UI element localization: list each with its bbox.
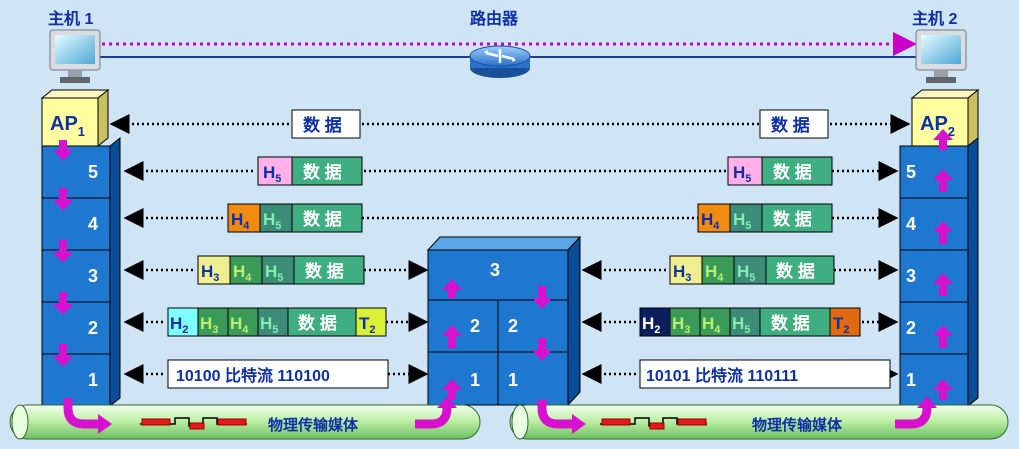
svg-text:H3: H3 <box>673 262 691 284</box>
pdu-layer4-right: H4 H5 数 据 <box>697 203 833 233</box>
svg-text:数 据: 数 据 <box>298 313 337 333</box>
svg-text:H4: H4 <box>231 210 250 232</box>
svg-text:数 据: 数 据 <box>303 162 342 182</box>
pdu-layer2-right: H2 H3 H4 H5 数 据 T2 <box>639 307 861 337</box>
up-arrow-icon <box>442 279 462 400</box>
router-label: 路由器 <box>470 9 519 28</box>
bitstream-left: 10100 比特流 110100 <box>167 359 389 389</box>
layer-4-label: 4 <box>88 214 98 234</box>
svg-text:H4: H4 <box>705 262 724 284</box>
ap2-label: AP2 <box>920 113 955 139</box>
svg-text:H4: H4 <box>701 210 720 232</box>
pdu-layer2-left: H2 H3 H4 H5 数 据 T2 <box>167 307 387 337</box>
down-arrow-icon <box>532 286 552 361</box>
layer-3-label: 3 <box>88 266 98 286</box>
svg-text:H5: H5 <box>732 314 750 336</box>
host2-label: 主机 2 <box>912 9 957 28</box>
layer-3-label: 3 <box>906 266 916 286</box>
svg-text:H4: H4 <box>233 262 252 284</box>
layer-4-label: 4 <box>906 214 916 234</box>
computer-icon <box>49 29 101 83</box>
router-layer-3-label: 3 <box>490 260 500 280</box>
svg-text:数 据: 数 据 <box>773 209 812 229</box>
router-protocol-stack: 3 2 2 1 1 <box>426 235 582 407</box>
svg-text:H5: H5 <box>733 163 751 185</box>
svg-text:数 据: 数 据 <box>303 209 342 229</box>
router-icon <box>469 45 531 78</box>
svg-text:数 据: 数 据 <box>303 115 342 135</box>
peer-arrows <box>109 114 911 384</box>
pdu-layer3-right: H3 H4 H5 数 据 <box>669 255 835 285</box>
svg-text:H5: H5 <box>263 210 281 232</box>
svg-text:T2: T2 <box>359 314 376 336</box>
down-arrow-icon <box>53 140 73 367</box>
svg-text:H3: H3 <box>672 314 690 336</box>
router-layer-1-right: 1 <box>508 370 518 390</box>
svg-text:H5: H5 <box>737 262 755 284</box>
host2-protocol-stack: AP2 5 4 3 2 1 <box>899 88 980 408</box>
up-arrow-icon <box>933 129 953 400</box>
layer-5-label: 5 <box>906 162 916 182</box>
computer-icon <box>915 29 967 83</box>
svg-text:10101 比特流 110111: 10101 比特流 110111 <box>646 366 798 385</box>
pdu-layer4-left: H4 H5 数 据 <box>227 203 363 233</box>
router-layer-2-right: 2 <box>508 316 518 336</box>
svg-text:H3: H3 <box>200 314 218 336</box>
router-layer-1-left: 1 <box>470 370 480 390</box>
ap1-label: AP1 <box>50 113 85 139</box>
pdu-layer5-right: H5 数 据 <box>727 156 833 186</box>
host1-protocol-stack: AP1 5 4 3 2 1 <box>40 88 121 408</box>
svg-text:T2: T2 <box>833 314 850 336</box>
svg-text:10100 比特流 110100: 10100 比特流 110100 <box>176 366 330 385</box>
physical-medium-right: 物理传输媒体 <box>509 396 1009 440</box>
svg-text:数 据: 数 据 <box>771 313 810 333</box>
svg-text:H4: H4 <box>230 314 249 336</box>
pdu-ap-right: 数 据 <box>759 109 829 139</box>
svg-text:数 据: 数 据 <box>773 162 812 182</box>
svg-text:H2: H2 <box>642 314 660 336</box>
svg-text:H2: H2 <box>170 314 188 336</box>
layer-2-label: 2 <box>906 318 916 338</box>
host1-label: 主机 1 <box>48 9 93 28</box>
svg-text:数 据: 数 据 <box>305 261 344 281</box>
svg-text:H5: H5 <box>265 262 283 284</box>
pdu-ap-left: 数 据 <box>291 109 361 139</box>
pdu-layer3-left: H3 H4 H5 数 据 <box>197 255 365 285</box>
bitstream-right: 10101 比特流 110111 <box>639 359 891 389</box>
svg-text:数 据: 数 据 <box>771 115 810 135</box>
medium-label: 物理传输媒体 <box>752 416 843 434</box>
physical-medium-left: 物理传输媒体 <box>9 396 481 440</box>
pdu-layer5-left: H5 数 据 <box>257 156 363 186</box>
layer-1-label: 1 <box>906 370 916 390</box>
svg-text:H4: H4 <box>702 314 721 336</box>
layer-5-label: 5 <box>88 162 98 182</box>
layer-1-label: 1 <box>88 370 98 390</box>
layer-2-label: 2 <box>88 318 98 338</box>
svg-text:H5: H5 <box>733 210 751 232</box>
router-layer-2-left: 2 <box>470 316 480 336</box>
medium-label: 物理传输媒体 <box>268 416 359 434</box>
svg-text:数 据: 数 据 <box>776 261 815 281</box>
svg-text:H3: H3 <box>201 262 219 284</box>
svg-text:H5: H5 <box>263 163 281 185</box>
svg-text:H5: H5 <box>260 314 278 336</box>
